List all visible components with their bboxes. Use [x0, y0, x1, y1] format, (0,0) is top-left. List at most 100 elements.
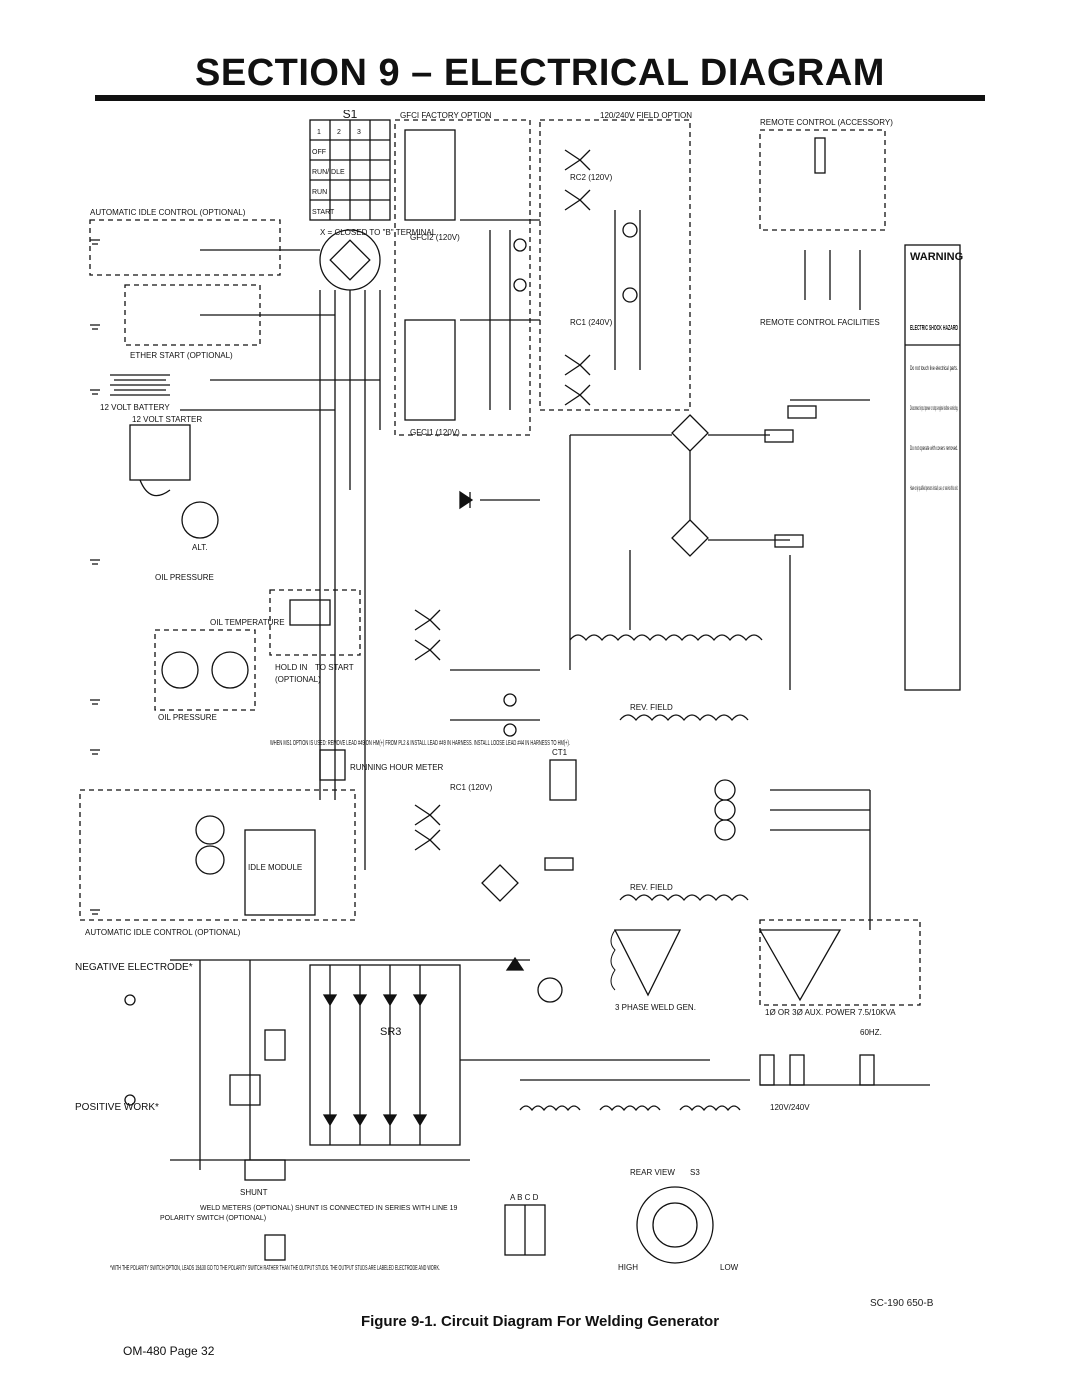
- gfci2-label: GFCI2 (120V): [410, 233, 460, 242]
- weld-gen-delta: [613, 929, 682, 997]
- battery: [110, 374, 170, 396]
- sr3-label: SR3: [380, 1026, 401, 1038]
- s1-switch-table: [309, 119, 391, 221]
- winding-b: [599, 1105, 661, 1112]
- oil-temperature-label: OIL TEMPERATURE: [210, 618, 285, 627]
- ignition-switch: [319, 229, 381, 291]
- s1-legend: X = CLOSED TO "B" TERMINAL: [320, 228, 437, 237]
- rev-field-2-label: REV. FIELD: [630, 883, 673, 892]
- alternator: [181, 501, 219, 539]
- s1-pos-run: RUN: [312, 189, 327, 196]
- bridge-rectifier-sr4: [481, 864, 519, 902]
- remote-control-box: [759, 129, 886, 231]
- winding-a: [519, 1105, 581, 1112]
- three-phase-gen-label: 3 PHASE WELD GEN.: [615, 1003, 696, 1012]
- gfci-factory-option-label: GFCI FACTORY OPTION: [400, 111, 492, 120]
- s1-pos-run-idle: RUN/IDLE: [312, 169, 345, 176]
- idle-module-label: IDLE MODULE: [248, 863, 302, 872]
- gfci1-receptacle: [404, 319, 456, 421]
- hour-meter: [319, 749, 346, 781]
- rc1-240-label: RC1 (240V): [570, 318, 613, 327]
- high-label: HIGH: [618, 1263, 638, 1272]
- exciter-coil: [569, 634, 763, 642]
- page-number: OM-480 Page 32: [123, 1344, 215, 1358]
- alt-label: ALT.: [192, 543, 207, 552]
- ms1-note: WHEN MS1 OPTION IS USED: REMOVE LEAD #49…: [270, 740, 570, 747]
- aux-power-label: 1Ø OR 3Ø AUX. POWER 7.5/10KVA: [765, 1008, 896, 1017]
- gfci1-label: GFCI1 (120V): [410, 428, 460, 437]
- page-title: SECTION 9 – ELECTRICAL DIAGRAM: [195, 52, 885, 94]
- s1-row-3: 3: [357, 129, 361, 136]
- winding-c: [679, 1105, 741, 1112]
- auto-idle-bottom-label: AUTOMATIC IDLE CONTROL (OPTIONAL): [85, 928, 241, 937]
- warning-box: [904, 244, 961, 691]
- warning-item-4: Have only qualified persons install, use…: [910, 486, 958, 492]
- shunt: [244, 1159, 286, 1181]
- s3-rotary-switch: [636, 1186, 714, 1264]
- title-rule: [95, 95, 985, 101]
- battery-label: 12 VOLT BATTERY: [100, 403, 170, 412]
- warning-header: WARNING: [910, 251, 963, 263]
- s1-pos-start: START: [312, 209, 335, 216]
- oil-pressure-gauge-label: OIL PRESSURE: [158, 713, 217, 722]
- auto-idle-box-bottom: [79, 789, 356, 921]
- doc-code: SC-190 650-B: [870, 1298, 934, 1309]
- ct1-label: CT1: [552, 748, 568, 757]
- s2-columns-label: A B C D: [510, 1193, 539, 1202]
- shunt-note: SHUNT IS CONNECTED IN SERIES WITH LINE 1…: [295, 1205, 458, 1212]
- bridge-rectifier-sr2: [671, 414, 709, 452]
- ms1-box: [269, 589, 361, 656]
- rev-field-coil-1: [619, 714, 749, 722]
- warning-hazard: ELECTRIC SHOCK HAZARD: [910, 325, 958, 332]
- gfci-option-box: [394, 119, 531, 436]
- aux-power-delta: [758, 929, 842, 1002]
- hold-in-label: HOLD IN: [275, 663, 308, 672]
- idle-module: [244, 829, 316, 916]
- field-option-box: [539, 119, 691, 411]
- oil-pressure-gauge: [161, 651, 199, 689]
- s3-label: S3: [690, 1168, 700, 1177]
- warning-item-1: Do not touch live electrical parts.: [910, 366, 958, 372]
- sixty-hz-label: 60HZ.: [860, 1028, 882, 1037]
- ground-symbols: [90, 239, 100, 915]
- circuit-diagram: S1 X = CLOSED TO "B" TERMINAL AUTOMATIC …: [75, 110, 963, 1272]
- ammeter: [264, 1234, 286, 1261]
- rc1-120-label: RC1 (120V): [450, 783, 493, 792]
- auto-idle-box-top: [89, 219, 281, 276]
- positive-work-label: POSITIVE WORK*: [75, 1102, 159, 1113]
- weld-meters-label: WELD METERS (OPTIONAL): [200, 1205, 293, 1212]
- gfci2-receptacle: [404, 129, 456, 221]
- shunt-label: SHUNT: [240, 1188, 268, 1197]
- remote-control-facilities-label: REMOTE CONTROL FACILITIES: [760, 318, 880, 327]
- voltmeter: [229, 1074, 261, 1106]
- running-hour-meter-label: RUNNING HOUR METER: [350, 763, 444, 772]
- polarity-note: *WITH THE POLARITY SWITCH OPTION, LEADS …: [110, 1265, 440, 1272]
- oil-temp-gauge: [211, 651, 249, 689]
- warning-item-2: Disconnect input power or stop engine be…: [910, 406, 958, 412]
- rev-field-coil-2: [619, 894, 749, 902]
- ct1: [549, 759, 577, 801]
- rc2-120-label: RC2 (120V): [570, 173, 613, 182]
- s1-pos-off: OFF: [312, 149, 326, 156]
- rear-view-label: REAR VIEW: [630, 1168, 675, 1177]
- field-option-label: 120/240V FIELD OPTION: [600, 111, 692, 120]
- low-label: LOW: [720, 1263, 739, 1272]
- ether-start-label: ETHER START (OPTIONAL): [130, 351, 233, 360]
- negative-electrode-label: NEGATIVE ELECTRODE*: [75, 962, 193, 973]
- sr3-bridge: [309, 964, 461, 1146]
- remote-control-accessory-label: REMOTE CONTROL (ACCESSORY): [760, 118, 893, 127]
- bridge-rectifier-sr1: [671, 519, 709, 557]
- rc9-120-240-label: 120V/240V: [770, 1103, 810, 1112]
- figure-caption: Figure 9-1. Circuit Diagram For Welding …: [360, 1313, 720, 1330]
- warning-item-3: Do not operate with covers removed.: [910, 446, 958, 452]
- auto-idle-top-label: AUTOMATIC IDLE CONTROL (OPTIONAL): [90, 208, 246, 217]
- to-start-label: TO START: [315, 663, 354, 672]
- starter-label: 12 VOLT STARTER: [132, 415, 202, 424]
- s1-title: S1: [343, 110, 358, 121]
- s1-row-2: 2: [337, 129, 341, 136]
- polarity-switch-label: POLARITY SWITCH (OPTIONAL): [160, 1215, 266, 1222]
- oil-pressure-switch-label: OIL PRESSURE: [155, 573, 214, 582]
- rev-field-1-label: REV. FIELD: [630, 703, 673, 712]
- s1-row-1: 1: [317, 129, 321, 136]
- starter: [129, 424, 191, 481]
